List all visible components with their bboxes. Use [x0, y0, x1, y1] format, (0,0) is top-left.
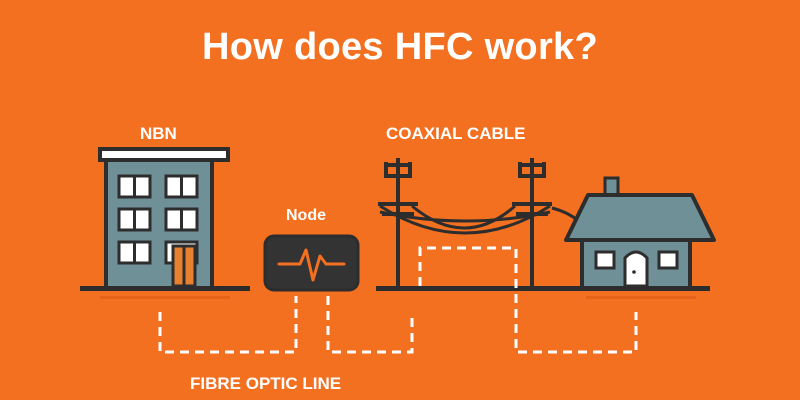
house — [564, 176, 716, 290]
fibre-nbn-to-node — [158, 296, 298, 354]
fibre-optic-line-label: FIBRE OPTIC LINE — [190, 374, 342, 393]
fibre-node-to-pole — [326, 296, 414, 354]
coaxial-cables — [379, 204, 581, 235]
node-label: Node — [286, 207, 326, 224]
building-window-dividers — [133, 176, 183, 263]
cable-wire — [411, 204, 516, 230]
cable-wire — [379, 210, 551, 223]
ground-line-poles — [376, 286, 566, 291]
node-body — [263, 234, 360, 292]
coaxial-cable-label: COAXIAL CABLE — [386, 124, 526, 143]
house-window-left — [594, 250, 616, 270]
fibre-optic-line — [158, 246, 638, 354]
ground-shadow-nbn — [100, 296, 230, 299]
coax-to-house-dashed — [418, 246, 638, 354]
house-roof — [564, 193, 716, 242]
ground-shadow-house — [586, 296, 696, 299]
node-box — [263, 234, 360, 292]
house-window-right — [657, 250, 679, 270]
signal-wave-icon — [277, 248, 346, 282]
nbn-label: NBN — [140, 124, 177, 143]
diagram-title: How does HFC work? — [202, 26, 598, 68]
house-door — [623, 250, 649, 288]
nbn-building — [98, 147, 230, 290]
